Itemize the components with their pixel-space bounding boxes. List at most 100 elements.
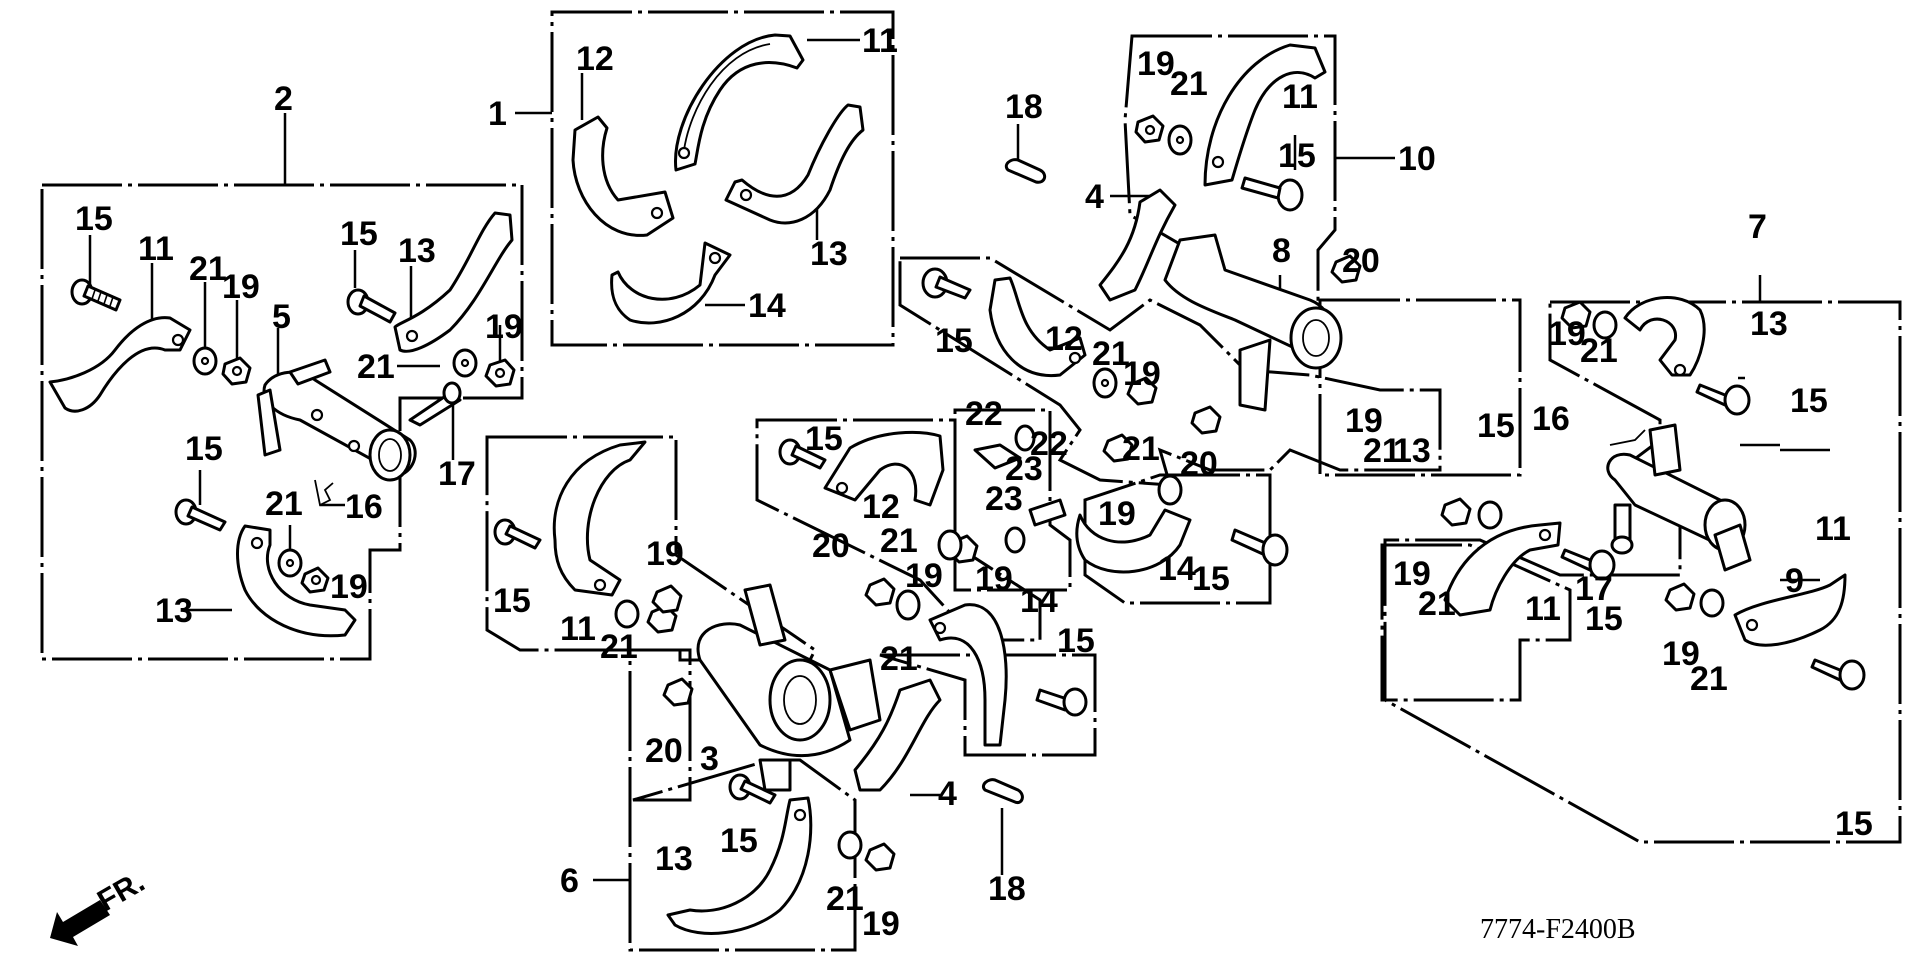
callout-9: 9 (1785, 562, 1804, 600)
callout-21: 21 (826, 880, 864, 918)
callout-19: 19 (646, 535, 684, 573)
callout-21: 21 (600, 628, 638, 666)
callout-21: 21 (880, 522, 918, 560)
callout-17: 17 (1575, 570, 1613, 608)
key-18 (1004, 158, 1047, 184)
outline-group-8 (1318, 298, 1522, 477)
callout-13: 13 (155, 592, 193, 630)
callout-19: 19 (1098, 495, 1136, 533)
callout-12: 12 (1045, 320, 1083, 358)
callout-16: 16 (1532, 400, 1570, 438)
outline-group-1 (550, 10, 895, 347)
callout-21: 21 (1170, 65, 1208, 103)
tine-12-g1 (571, 115, 675, 237)
callout-15: 15 (1790, 382, 1828, 420)
callout-22: 22 (1030, 425, 1068, 463)
outline-sub-14 (1083, 473, 1272, 605)
callout-11: 11 (1282, 78, 1318, 116)
tine-12-middle (988, 276, 1087, 378)
callout-19: 19 (1137, 45, 1175, 83)
tine-13-bottom-left (236, 524, 357, 638)
callout-19: 19 (330, 568, 368, 606)
callout-6: 6 (560, 862, 579, 900)
tine-11-g7b (1733, 573, 1847, 647)
callout-labels: 1 2 3 4 4 5 6 7 8 9 10 11 12 13 14 15 11… (75, 22, 1873, 943)
callout-13: 13 (655, 840, 693, 878)
outline-group-7 (1383, 300, 1902, 844)
callout-19: 19 (222, 268, 260, 306)
callout-11: 11 (1815, 510, 1851, 548)
callout-13: 13 (1750, 305, 1788, 343)
bracket-4-bottom (853, 678, 942, 792)
diagram-code: 7774-F2400B (1480, 914, 1636, 945)
callout-13: 13 (1393, 432, 1431, 470)
callout-15: 15 (1192, 560, 1230, 598)
front-direction-indicator: FR. (50, 865, 150, 946)
callout-15: 15 (1835, 805, 1873, 843)
callout-19: 19 (485, 308, 523, 346)
callout-15: 15 (493, 582, 531, 620)
callout-8: 8 (1272, 232, 1291, 270)
callout-19: 19 (1393, 555, 1431, 593)
callout-3: 3 (700, 740, 719, 778)
callout-23: 23 (1005, 450, 1043, 488)
callout-11: 11 (560, 610, 596, 648)
front-arrow-icon (50, 900, 110, 946)
callout-21: 21 (1363, 432, 1401, 470)
callout-4: 4 (938, 775, 957, 813)
callout-2: 2 (274, 80, 293, 118)
tine-14-near-3 (928, 603, 1008, 747)
tine-13-upper-left (393, 211, 514, 353)
outline-middle-cluster (898, 256, 1442, 487)
callout-7: 7 (1748, 208, 1767, 246)
callout-15: 15 (1057, 622, 1095, 660)
callout-23: 23 (985, 480, 1023, 518)
callout-15: 15 (1585, 600, 1623, 638)
nut-20 (1330, 254, 1362, 284)
callout-14: 14 (1020, 582, 1058, 620)
tine-12-sub (823, 430, 945, 507)
callout-15: 15 (1278, 137, 1316, 175)
tine-11-g10 (1203, 43, 1327, 187)
tine-11-lower (552, 440, 647, 597)
outline-sub-12 (755, 418, 1042, 642)
callout-21: 21 (357, 348, 395, 386)
outline-sub-22 (953, 408, 1072, 592)
bracket-4 (1098, 188, 1177, 302)
callout-15: 15 (720, 822, 758, 860)
outline-sub-14b (879, 653, 1097, 757)
callout-19: 19 (1662, 635, 1700, 673)
callout-11: 11 (862, 22, 898, 60)
callout-13: 13 (398, 232, 436, 270)
callout-21: 21 (1122, 430, 1160, 468)
callout-15: 15 (935, 322, 973, 360)
callout-21: 21 (189, 250, 227, 288)
callout-21: 21 (265, 485, 303, 523)
outline-group-2 (40, 183, 524, 661)
callout-20: 20 (812, 527, 850, 565)
tine-13-g7 (1623, 296, 1706, 377)
callout-21: 21 (1690, 660, 1728, 698)
tine-13-g1 (724, 103, 865, 225)
callout-19: 19 (1123, 355, 1161, 393)
callout-21: 21 (880, 640, 918, 678)
callout-18: 18 (988, 870, 1026, 908)
callout-20: 20 (1342, 242, 1380, 280)
leader-lines (88, 38, 1830, 882)
callout-5: 5 (272, 298, 291, 336)
callout-11: 11 (138, 230, 174, 268)
callout-15: 15 (805, 420, 843, 458)
tine-14-middle (1075, 508, 1192, 574)
tine-14-g1 (610, 241, 732, 325)
callout-19: 19 (1345, 402, 1383, 440)
callout-12: 12 (862, 488, 900, 526)
callout-15: 15 (340, 215, 378, 253)
callout-13: 13 (810, 235, 848, 273)
callout-16: 16 (345, 488, 383, 526)
callout-1: 1 (488, 95, 507, 133)
callout-15: 15 (75, 200, 113, 238)
callout-10: 10 (1398, 140, 1436, 178)
callout-20: 20 (645, 732, 683, 770)
callout-21: 21 (1580, 332, 1618, 370)
